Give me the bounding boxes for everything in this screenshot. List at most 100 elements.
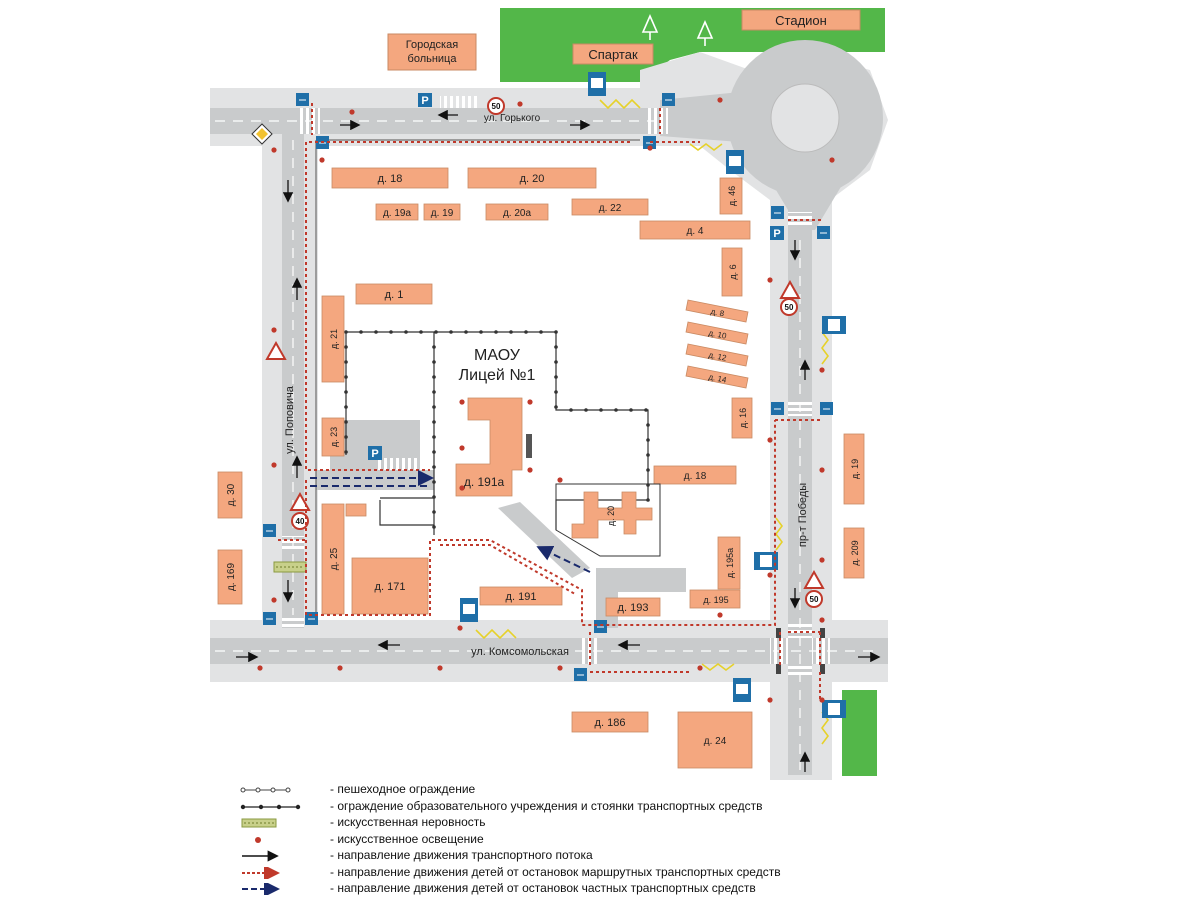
fence-post [464, 330, 468, 334]
bus-stop-icon [822, 700, 846, 718]
building-label: д. 20 [606, 506, 616, 526]
fence-post [344, 360, 348, 364]
street-lamp [527, 399, 533, 405]
landmark-labels: Городская больница Стадион Спартак [387, 9, 861, 71]
fence-post [344, 420, 348, 424]
traffic-lights [776, 628, 825, 674]
legend-text: - направление движения транспортного пот… [330, 848, 593, 862]
speed-humps [273, 561, 307, 573]
street-label-gorkogo: ул. Горького [484, 113, 541, 124]
street-lamp [767, 277, 773, 283]
fence-post [509, 330, 513, 334]
building-label: д. 171 [375, 581, 406, 593]
fence-post [432, 465, 436, 469]
building-label: д. 12 [708, 350, 728, 362]
street-lamp [557, 477, 563, 483]
street-lamp [767, 437, 773, 443]
hospital-label-line1: Городская [406, 39, 458, 51]
fence-post [554, 390, 558, 394]
street-lamp [319, 157, 325, 163]
street-lamp [271, 597, 277, 603]
fence-post [419, 330, 423, 334]
fence-post [554, 375, 558, 379]
bus-route-symbol [242, 866, 280, 879]
building-label: д. 16 [738, 408, 748, 428]
bus-stop-icon [733, 678, 751, 702]
street-lamps [257, 97, 835, 703]
fence-post [344, 435, 348, 439]
street-lamp [767, 697, 773, 703]
fence-post [432, 450, 436, 454]
street-lamp [517, 101, 523, 107]
tree-icons [641, 14, 714, 46]
street-lamp [557, 665, 563, 671]
building-label: д. 186 [595, 717, 626, 729]
building-label: д. 46 [727, 186, 737, 206]
fence-post [432, 495, 436, 499]
fence-post [646, 438, 650, 442]
lighting-symbol [255, 836, 261, 843]
fence-post [432, 480, 436, 484]
kindergarten-fence [555, 483, 661, 557]
fence-post [644, 408, 648, 412]
fence-post [479, 330, 483, 334]
street-lamp [767, 572, 773, 578]
street-label-popovicha: ул. Поповича [284, 385, 296, 454]
speed-limit-40-icon: 40 [296, 517, 305, 526]
school-fence-symbol [240, 804, 301, 809]
traffic-direction-arrows [236, 109, 881, 772]
building-labels: д. 18 д. 20 д. 19а д. 19 д. 20а д. 22 д.… [226, 173, 860, 747]
building-label: д. 22 [599, 203, 622, 214]
building-label: д. 18 [684, 471, 707, 482]
spartak-label: Спартак [588, 47, 638, 62]
fence-post [629, 408, 633, 412]
street-lamp [459, 445, 465, 451]
school-entrance [526, 434, 532, 458]
fence-post [344, 405, 348, 409]
tree-icon [641, 14, 659, 40]
fence-post [374, 330, 378, 334]
parking-sign-icon: P [421, 95, 428, 107]
street-label-komsomolskaya: ул. Комсомольская [471, 646, 569, 658]
legend-item-traffic-flow: - направление движения транспортного пот… [238, 848, 938, 865]
fence-post [404, 330, 408, 334]
tree-icon [696, 20, 714, 46]
legend-text: - ограждение образовательного учреждения… [330, 798, 763, 813]
building-label: д. 30 [226, 483, 237, 506]
fence-post [432, 525, 436, 529]
fence-post [646, 423, 650, 427]
street-lamp [717, 612, 723, 618]
children-warning-icon [265, 340, 287, 360]
building-label: д. 18 [378, 173, 403, 185]
stadium-label: Стадион [775, 13, 827, 28]
fence-post [614, 408, 618, 412]
street-lamp [349, 109, 355, 115]
street-lamp [819, 467, 825, 473]
building-label: д. 20 [520, 173, 545, 185]
map-legend: - пешеходное ограждение - ограждение обр… [238, 782, 938, 898]
legend-text: - направление движения детей от останово… [330, 864, 781, 879]
bus-stop-icon [822, 316, 846, 334]
speed-limit-50-icon: 50 [785, 303, 794, 312]
speed-limit-signs: 50 50 50 40 [291, 97, 823, 608]
fence-post [646, 453, 650, 457]
street-lamp [819, 557, 825, 563]
legend-item-lighting: - искусственное освещение [238, 832, 938, 849]
fence-post [646, 468, 650, 472]
street-lamp [647, 145, 653, 151]
pedestrian-fence-symbol [240, 787, 291, 793]
fence-post [554, 360, 558, 364]
street-lamp [819, 617, 825, 623]
fence-post [344, 345, 348, 349]
fence-post [344, 450, 348, 454]
fence-post [432, 510, 436, 514]
street-lamp [819, 697, 825, 703]
fence-post [432, 435, 436, 439]
street-lamp [527, 467, 533, 473]
street-lamp [437, 665, 443, 671]
fence-post [432, 375, 436, 379]
fence-post [432, 405, 436, 409]
building-label: д. 24 [704, 736, 727, 747]
building-label: д. 25 [329, 547, 340, 570]
